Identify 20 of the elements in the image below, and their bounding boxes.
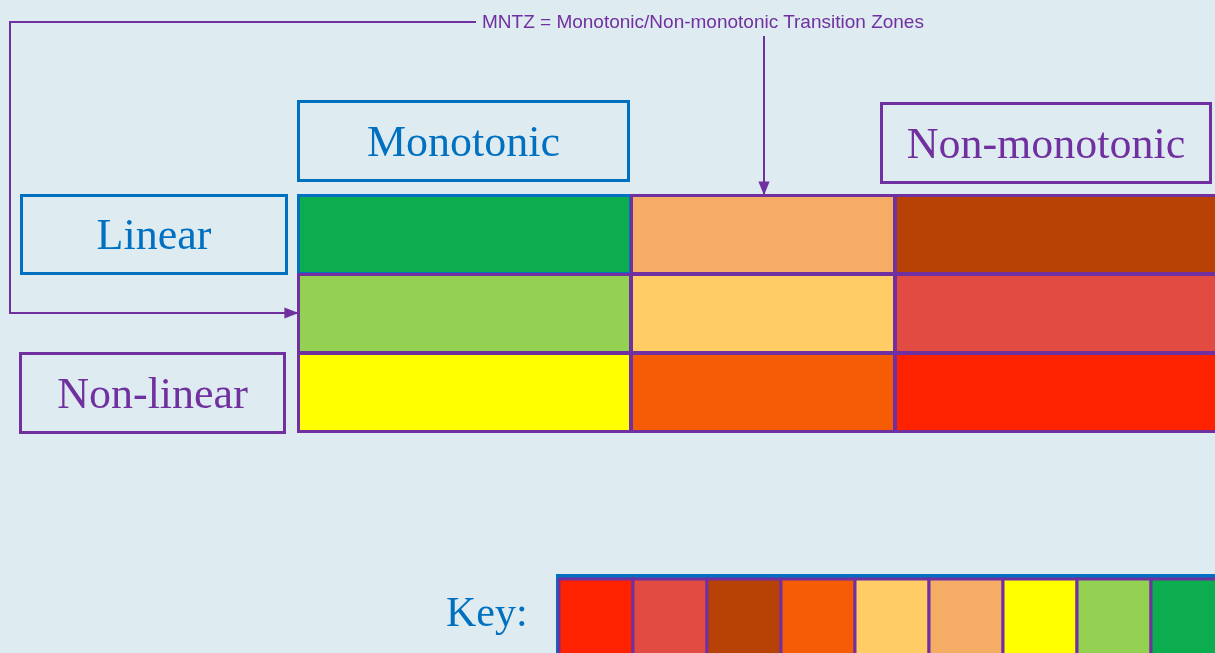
color-cell (297, 273, 632, 354)
color-cell (630, 352, 896, 433)
color-cell (630, 273, 896, 354)
label-text: Non-monotonic (906, 117, 1186, 169)
label-text: Linear (96, 209, 212, 260)
color-cell (297, 194, 632, 275)
color-cell (630, 194, 896, 275)
label-text: Monotonic (366, 115, 561, 167)
label-box (297, 100, 630, 182)
key-label: Key: (446, 588, 528, 636)
color-cell (894, 194, 1215, 275)
color-cell (894, 352, 1215, 433)
color-cell (894, 273, 1215, 354)
label-text: Non-linear (57, 367, 248, 419)
label-box (880, 102, 1212, 184)
color-cell (297, 352, 632, 433)
arrow (758, 35, 770, 196)
label-box (20, 194, 288, 275)
arrow (9, 21, 477, 319)
label-box (19, 352, 286, 434)
